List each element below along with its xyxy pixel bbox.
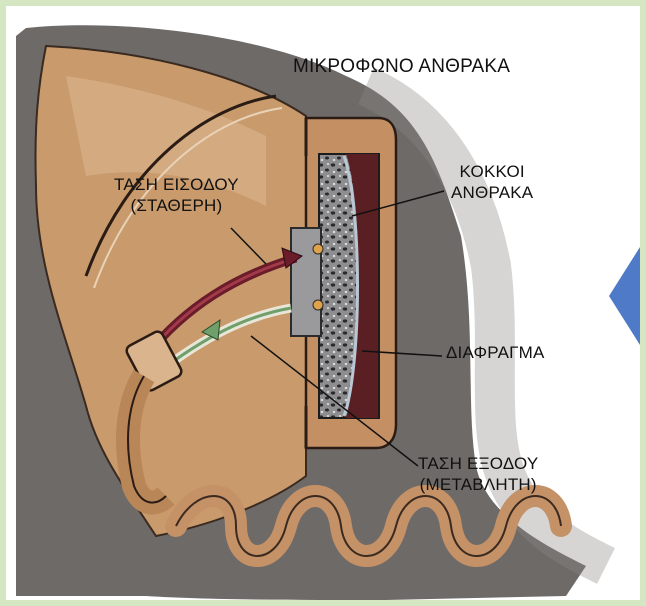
triangle-left-icon[interactable]	[609, 247, 640, 345]
contact-upper	[313, 244, 323, 254]
contact-lower	[313, 300, 323, 310]
label-input-voltage-line2: (ΣΤΑΘΕΡΗ)	[114, 195, 239, 216]
label-carbon-granules-line2: ΑΝΘΡΑΚΑ	[451, 182, 533, 203]
label-output-voltage-line2: (ΜΕΤΑΒΛΗΤΗ)	[418, 474, 538, 495]
label-carbon-granules-line1: ΚΟΚΚΟΙ	[451, 161, 533, 182]
label-output-voltage: ΤΑΣΗ ΕΞΟΔΟΥ (ΜΕΤΑΒΛΗΤΗ)	[418, 453, 538, 495]
label-diaphragm: ΔΙΑΦΡΑΓΜΑ	[446, 342, 545, 363]
carbon-microphone-illustration	[6, 6, 640, 600]
diagram-title: ΜΙΚΡΟΦΩΝΟ ΑΝΘΡΑΚΑ	[293, 56, 510, 77]
label-input-voltage-line1: ΤΑΣΗ ΕΙΣΟΔΟΥ	[114, 174, 239, 195]
label-output-voltage-line1: ΤΑΣΗ ΕΞΟΔΟΥ	[418, 453, 538, 474]
diagram-frame: ΜΙΚΡΟΦΩΝΟ ΑΝΘΡΑΚΑ ΤΑΣΗ ΕΙΣΟΔΟΥ (ΣΤΑΘΕΡΗ)…	[6, 6, 640, 600]
label-carbon-granules: ΚΟΚΚΟΙ ΑΝΘΡΑΚΑ	[451, 161, 533, 203]
label-input-voltage: ΤΑΣΗ ΕΙΣΟΔΟΥ (ΣΤΑΘΕΡΗ)	[114, 174, 239, 216]
